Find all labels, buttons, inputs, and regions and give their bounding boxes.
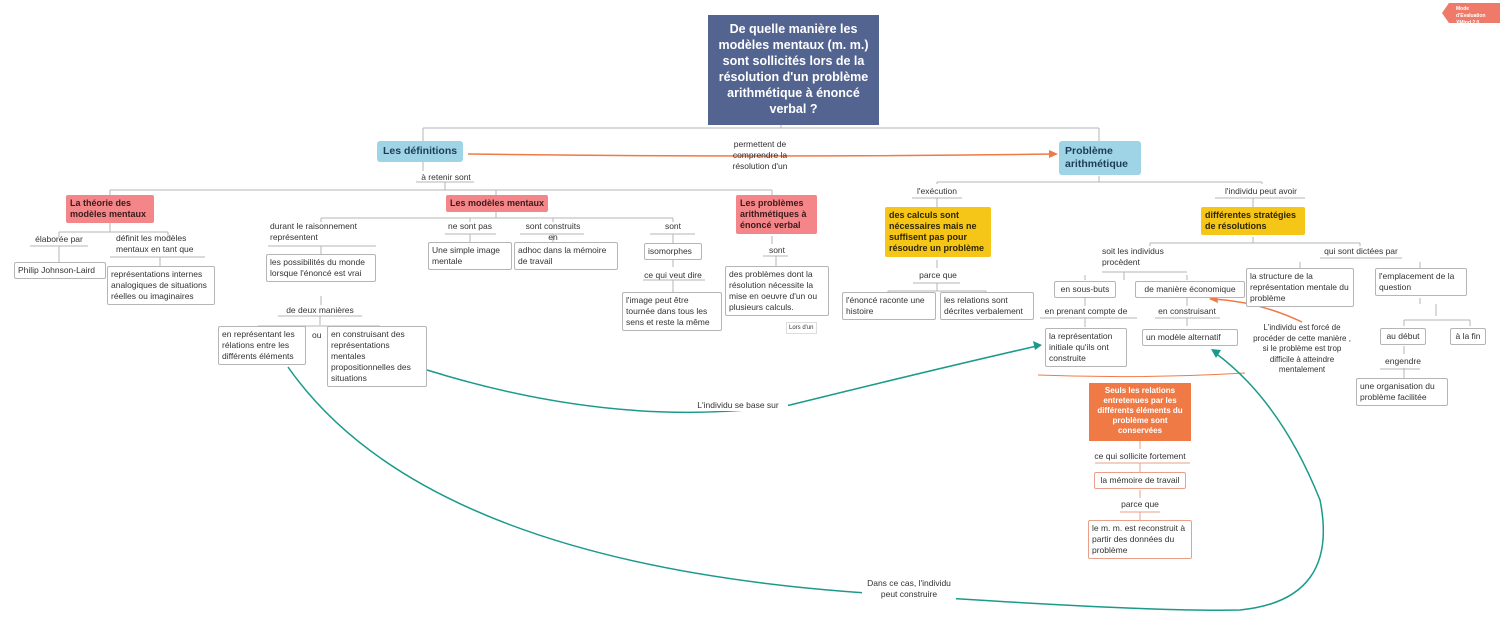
central-topic[interactable]: De quelle manière les modèles mentaux (m… <box>708 15 879 125</box>
label-engendre[interactable]: engendre <box>1385 356 1421 366</box>
reconstruit-node[interactable]: le m. m. est reconstruit à partir des do… <box>1088 520 1192 559</box>
adhoc-node[interactable]: adhoc dans la mémoire de travail <box>514 242 618 270</box>
label-execution[interactable]: l'exécution <box>917 186 957 196</box>
label-problemes-sont[interactable]: sont <box>768 245 786 255</box>
badge-title: Mode d'Evaluation <box>1456 6 1486 19</box>
au-debut-node[interactable]: au début <box>1380 328 1426 345</box>
image-tournee-node[interactable]: l'image peut être tournée dans tous les … <box>622 292 722 331</box>
topic-theorie-modeles[interactable]: La théorie des modèles mentaux <box>66 195 154 223</box>
note-individu-force[interactable]: L'individu est forcé de procéder de cett… <box>1253 323 1351 374</box>
label-sont[interactable]: sont <box>664 221 682 231</box>
label-parce-que-2[interactable]: parce que <box>1121 499 1159 509</box>
label-sollicite[interactable]: ce qui sollicite fortement <box>1094 451 1186 461</box>
economique-node[interactable]: de manière économique <box>1135 281 1245 298</box>
organisation-facilitee-node[interactable]: une organisation du problème facilitée <box>1356 378 1448 406</box>
label-parce-que[interactable]: parce que <box>919 270 957 280</box>
a-la-fin-node[interactable]: à la fin <box>1450 328 1486 345</box>
structure-node[interactable]: la structure de la représentation mental… <box>1246 268 1354 307</box>
label-construits[interactable]: sont construits en <box>525 221 581 242</box>
label-en-construisant[interactable]: en construisant <box>1158 306 1216 316</box>
label-soit-procedent[interactable]: soit les individus procèdent <box>1102 246 1164 267</box>
label-ou[interactable]: ou <box>312 330 322 340</box>
representant-relations-node[interactable]: en représentant les rélations entre les … <box>218 326 306 365</box>
label-veut-dire[interactable]: ce qui veut dire <box>644 270 702 280</box>
problemes-def-node[interactable]: des problèmes dont la résolution nécessi… <box>725 266 829 316</box>
definition-text[interactable]: représentations internes analogiques de … <box>107 266 215 305</box>
label-durant[interactable]: durant le raisonnement représentent <box>270 221 357 242</box>
sous-buts-node[interactable]: en sous-buts <box>1054 281 1116 298</box>
simple-image-node[interactable]: Une simple image mentale <box>428 242 512 270</box>
construisant-node[interactable]: en construisant des représentations ment… <box>327 326 427 387</box>
label-individu-peut[interactable]: l'individu peut avoir <box>1224 186 1298 196</box>
badge-subtitle: XMind 2 0 <box>1456 20 1480 26</box>
topic-modeles-mentaux[interactable]: Les modèles mentaux <box>446 195 549 212</box>
relation-label-construire[interactable]: Dans ce cas, l'individu peut construire <box>862 578 956 600</box>
label-dictees[interactable]: qui sont dictées par <box>1324 246 1398 256</box>
relations-verbales-node[interactable]: les relations sont décrites verbalement <box>940 292 1034 320</box>
topic-definitions[interactable]: Les définitions <box>377 141 464 162</box>
label-prenant-compte[interactable]: en prenant compte de <box>1044 306 1128 316</box>
author-node[interactable]: Philip Johnson-Laird <box>14 262 106 279</box>
label-retenir[interactable]: à retenir sont <box>421 172 471 182</box>
label-deux-manieres[interactable]: de deux manières <box>286 305 354 315</box>
modele-alternatif-node[interactable]: un modèle alternatif <box>1142 329 1238 346</box>
label-ne-sont-pas[interactable]: ne sont pas <box>448 221 492 231</box>
possibilites-node[interactable]: les possibilités du monde lorsque l'énon… <box>266 254 376 282</box>
memoire-travail-node[interactable]: la mémoire de travail <box>1094 472 1186 489</box>
relation-label-comprendre[interactable]: permettent de comprendre la résolution d… <box>732 139 788 171</box>
strategies-node[interactable]: différentes stratégies de résolutions <box>1201 207 1305 235</box>
topic-problemes-arithmetiques[interactable]: Les problèmes arithmétiques à énoncé ver… <box>736 195 817 234</box>
isomorphes-node[interactable]: isomorphes <box>644 243 702 260</box>
topic-probleme-arithmetique[interactable]: Problème arithmétique <box>1059 141 1141 175</box>
note-lors-d-un[interactable]: Lors d'un <box>786 322 817 334</box>
label-elaboree[interactable]: élaborée par <box>35 234 83 244</box>
relation-label-base-sur[interactable]: L'individu se base sur <box>688 400 788 411</box>
label-definit[interactable]: définit les modèles mentaux en tant que <box>116 233 194 254</box>
raconte-node[interactable]: l'énoncé raconte une histoire <box>842 292 936 320</box>
relations-conservees-node[interactable]: Seuls les relations entretenues par les … <box>1089 383 1191 441</box>
representation-initiale-node[interactable]: la représentation initiale qu'ils ont co… <box>1045 328 1127 367</box>
calculs-node[interactable]: des calculs sont nécessaires mais ne suf… <box>885 207 991 257</box>
emplacement-question-node[interactable]: l'emplacement de la question <box>1375 268 1467 296</box>
